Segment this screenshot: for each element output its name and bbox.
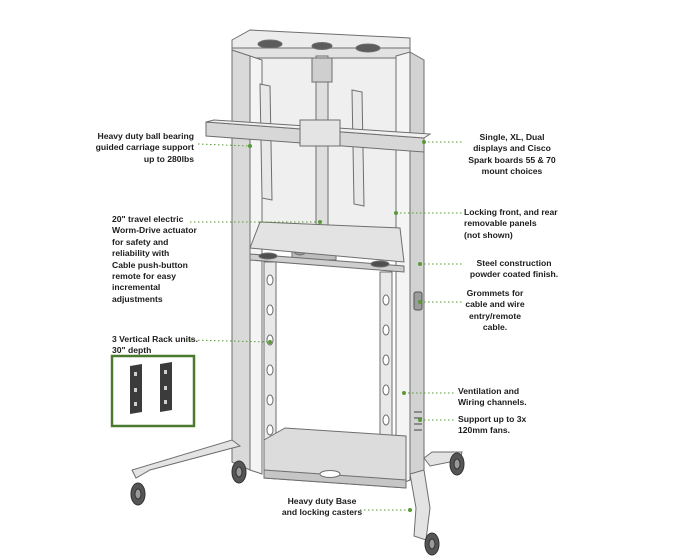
callout-grommets: Grommets for cable and wire entry/remote…	[465, 288, 525, 333]
rack-rails	[263, 261, 393, 463]
grommet	[413, 291, 423, 311]
casters	[130, 452, 465, 556]
callout-ventilation: Ventilation and Wiring channels.	[458, 386, 527, 408]
mount-plates	[259, 83, 365, 207]
callout-panels: Locking front, and rear removable panels…	[464, 207, 558, 240]
callout-actuator: 20" travel electric Worm-Drive actuator …	[112, 214, 197, 304]
callout-ball-bearing: Heavy duty ball bearing guided carriage …	[95, 131, 194, 164]
rack-units-inset	[110, 354, 196, 428]
carriage-bar	[205, 119, 432, 153]
callout-fans: Support up to 3x 120mm fans.	[458, 414, 527, 436]
middle-shelf	[249, 221, 405, 273]
leader-dots	[248, 140, 426, 512]
leader-lines	[189, 141, 462, 511]
callout-steel: Steel construction powder coated finish.	[469, 258, 559, 280]
lower-box	[263, 427, 407, 489]
callout-displays: Single, XL, Dual displays and Cisco Spar…	[468, 132, 556, 177]
callout-base: Heavy duty Base and locking casters	[281, 496, 363, 518]
callout-rack-units: 3 Vertical Rack units. 30" depth	[112, 334, 198, 356]
fan-vents	[414, 411, 422, 431]
